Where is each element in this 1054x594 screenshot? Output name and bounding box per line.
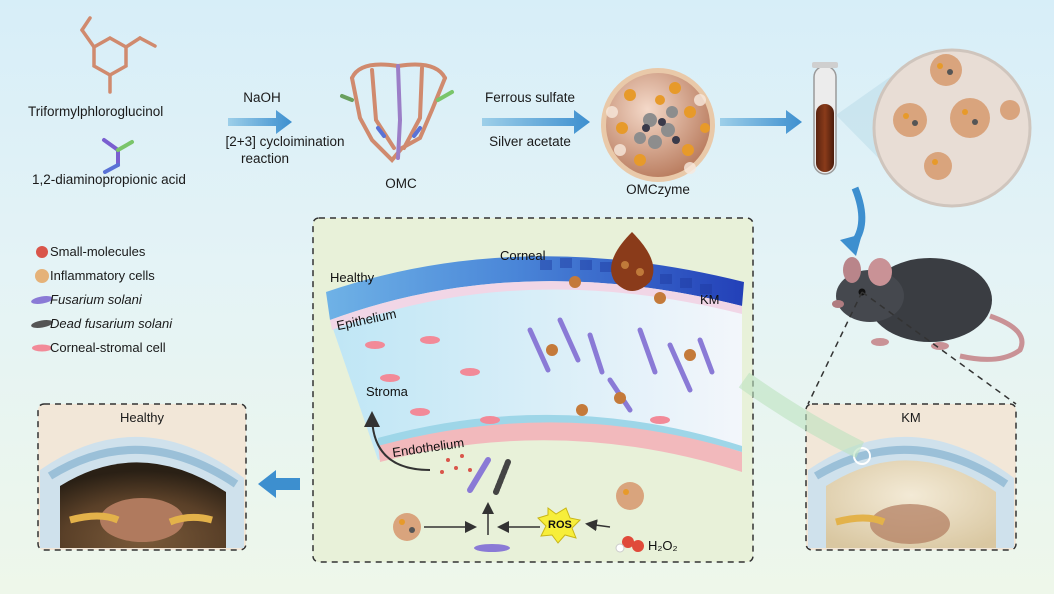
cornea-section-illustration xyxy=(326,256,744,472)
mouse-model-icon xyxy=(832,257,1025,362)
inflammatory-cell-icon xyxy=(35,269,49,283)
healthy-side-label: Healthy xyxy=(330,270,375,285)
step1-condition: NaOH xyxy=(243,90,281,105)
zoom-lines xyxy=(807,291,1017,405)
dead-fusarium xyxy=(493,459,511,495)
stromal-cell-icon xyxy=(32,344,52,352)
corneal-label: Corneal xyxy=(500,248,546,263)
km-side-label: KM xyxy=(700,292,720,307)
h2o2-label: H₂O₂ xyxy=(648,538,678,553)
omc-label: OMC xyxy=(385,176,417,191)
legend-item-fusarium-solani: Fusarium solani xyxy=(50,292,142,307)
nanoparticle-dispersion-zoom xyxy=(872,48,1032,208)
synthesis-arrow-3 xyxy=(720,110,802,134)
recovery-arrow xyxy=(364,411,431,471)
step2-reagent1: Ferrous sulfate xyxy=(484,90,576,105)
small-molecules-release xyxy=(440,454,472,474)
eye-drop-icon xyxy=(611,232,654,291)
omczyme-nanoparticle-icon xyxy=(601,68,715,182)
ros-label: ROS xyxy=(548,519,572,531)
step1-reaction-line2: reaction xyxy=(240,151,290,166)
km-eye-panel xyxy=(805,403,1017,551)
legend-item-stromal-cell: Corneal-stromal cell xyxy=(50,340,166,355)
synthesis-arrow-1 xyxy=(228,110,292,134)
test-tube-solution-icon xyxy=(812,62,838,175)
diaminopropionic-acid-structure-icon xyxy=(102,138,134,174)
legend-item-inflammatory-cells: Inflammatory cells xyxy=(50,268,155,283)
legend-icons xyxy=(31,246,53,352)
omczyme-label: OMCzyme xyxy=(626,182,690,197)
healthy-eye-title: Healthy xyxy=(119,410,165,425)
stroma-label: Stroma xyxy=(366,384,408,399)
km-eye-title: KM xyxy=(901,410,921,425)
zoom-ribbon xyxy=(738,372,865,459)
reagent2-label: 1,2-diaminopropionic acid xyxy=(32,172,186,187)
triformylphloroglucinol-structure-icon xyxy=(80,16,157,94)
healthy-eye-panel xyxy=(37,403,247,551)
mechanism-flow xyxy=(393,482,644,553)
fusarium-icon xyxy=(31,296,53,304)
small-molecule-icon xyxy=(36,246,48,258)
step2-reagent2: Silver acetate xyxy=(489,134,571,149)
legend-item-dead-fusarium: Dead fusarium solani xyxy=(50,316,173,331)
omc-cage-structure-icon xyxy=(340,62,454,163)
dead-fusarium-icon xyxy=(31,320,53,328)
reagent1-label: Triformylphloroglucinol xyxy=(28,104,164,119)
step1-reaction-line1: [2+3] cycloimination xyxy=(225,134,345,149)
fusarium-before xyxy=(467,457,491,493)
healing-arrow xyxy=(258,470,300,498)
synthesis-arrow-2 xyxy=(482,110,590,134)
legend-item-small-molecules: Small-molecules xyxy=(50,244,146,259)
